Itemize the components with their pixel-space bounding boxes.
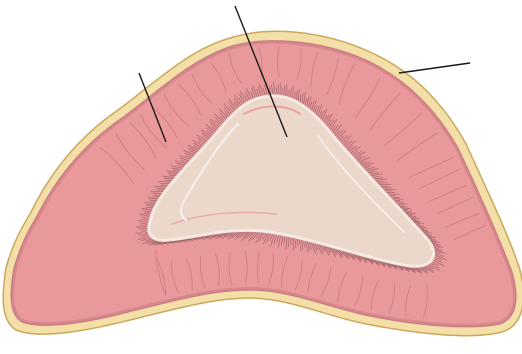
villus xyxy=(386,194,399,195)
villus xyxy=(160,183,171,184)
leader-line-right xyxy=(399,63,470,73)
